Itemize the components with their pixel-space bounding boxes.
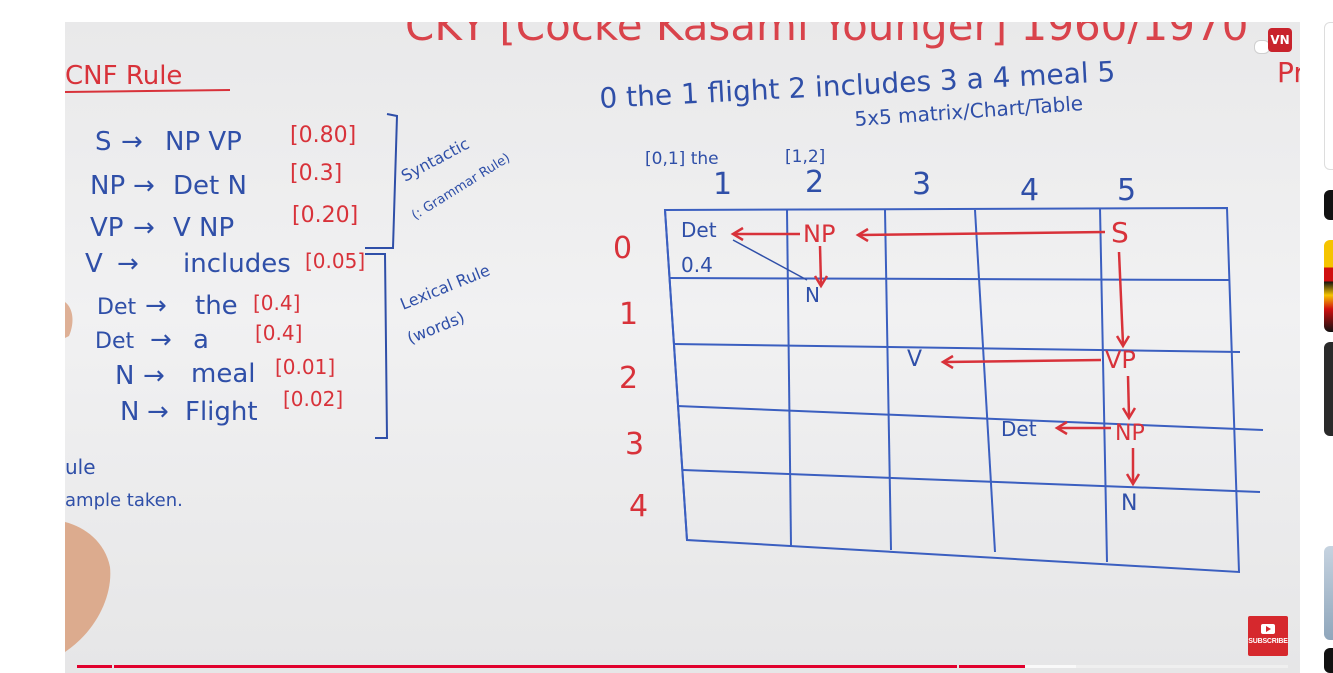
- whiteboard: CKY [Cocke Kasami Younger] 1960/1970 CNF…: [65, 22, 1300, 652]
- row-header-1: 1: [619, 297, 638, 332]
- span-note-2: [1,2]: [785, 147, 825, 167]
- channel-logo[interactable]: VN: [1268, 28, 1292, 52]
- rule-2-prob: [0.3]: [290, 161, 342, 186]
- rule-4-prob: [0.05]: [305, 249, 365, 273]
- col-header-3: 3: [912, 167, 931, 202]
- sidebar-thumbnail[interactable]: [1324, 240, 1333, 332]
- progress-bar[interactable]: [77, 665, 1288, 668]
- rule-2-rhs: Det N: [173, 171, 247, 201]
- svg-text:→: →: [133, 171, 155, 201]
- col-header-1: 1: [713, 167, 732, 202]
- cky-table-grid: [663, 206, 1264, 574]
- rule-5-prob: [0.4]: [253, 291, 300, 315]
- rule-7-lhs: N: [115, 361, 134, 391]
- rule-7-rhs: meal: [191, 359, 255, 389]
- cell-det-3: Det: [1001, 417, 1037, 441]
- rule-annotations: Syntactic (: Grammar Rule) Lexical Rule …: [397, 134, 513, 348]
- lexical-label: Lexical Rule: [397, 260, 492, 313]
- rule-1-lhs: S: [95, 127, 112, 157]
- youtube-play-icon: [1261, 624, 1275, 634]
- chapter-marker: [957, 665, 959, 668]
- svg-text:→: →: [150, 325, 172, 355]
- sidebar-thumbnail[interactable]: [1324, 342, 1333, 436]
- progress-played: [77, 665, 1026, 668]
- rule-1-prob: [0.80]: [290, 123, 356, 148]
- col-header-2: 2: [805, 165, 824, 200]
- rule-6-lhs: Det: [95, 329, 134, 354]
- sidebar-card[interactable]: [1324, 190, 1333, 220]
- rule-3-lhs: VP: [90, 213, 123, 243]
- rule-5-rhs: the: [195, 291, 238, 321]
- rule-4-lhs: V: [85, 249, 103, 279]
- rule-8-lhs: N: [120, 397, 139, 427]
- subscribe-button[interactable]: SUBSCRIBE: [1248, 616, 1288, 656]
- section-title: CNF Rule: [65, 61, 182, 91]
- rule-6-rhs: a: [193, 325, 209, 355]
- cky-cells: Det 0.4 NP S N V VP Det NP N: [681, 216, 1145, 516]
- svg-text:→: →: [121, 127, 143, 157]
- rule-1-rhs: NP VP: [165, 127, 242, 157]
- cell-s: S: [1111, 216, 1129, 249]
- cnf-rules: S → NP VP [0.80] NP → Det N [0.3] VP → V…: [85, 123, 365, 427]
- rule-3-prob: [0.20]: [292, 203, 358, 228]
- rule-7-prob: [0.01]: [275, 355, 335, 379]
- subscribe-label: SUBSCRIBE: [1248, 638, 1288, 645]
- edge-fragment: Pr: [1277, 56, 1300, 89]
- cell-det-prob: 0.4: [681, 253, 713, 277]
- cell-n-4: N: [1121, 491, 1137, 516]
- svg-text:→: →: [117, 249, 139, 279]
- svg-text:→: →: [147, 397, 169, 427]
- cell-vp: VP: [1105, 346, 1136, 374]
- rule-5-lhs: Det: [97, 295, 136, 320]
- cell-np-top: NP: [803, 220, 835, 248]
- row-header-2: 2: [619, 361, 638, 396]
- cell-v: V: [907, 347, 922, 372]
- rule-3-rhs: V NP: [173, 213, 234, 243]
- cell-np-3: NP: [1115, 421, 1145, 446]
- svg-text:→: →: [145, 291, 167, 321]
- cell-det: Det: [681, 218, 717, 242]
- rule-2-lhs: NP: [90, 171, 125, 201]
- svg-text:→: →: [143, 361, 165, 391]
- rule-6-prob: [0.4]: [255, 321, 302, 345]
- span-note-1: [0,1] the: [645, 149, 719, 169]
- recommendations-sidebar: [1320, 0, 1333, 673]
- board-title: CKY [Cocke Kasami Younger] 1960/1970: [405, 22, 1248, 50]
- lexical-sub: (words): [404, 308, 467, 348]
- row-header-4: 4: [629, 489, 648, 524]
- svg-text:→: →: [133, 213, 155, 243]
- left-fragment-1: ule: [65, 455, 96, 479]
- sidebar-thumbnail[interactable]: [1324, 546, 1333, 640]
- row-headers: 0 1 2 3 4: [613, 231, 648, 524]
- rule-4-rhs: includes: [183, 249, 291, 279]
- video-player[interactable]: CKY [Cocke Kasami Younger] 1960/1970 CNF…: [65, 22, 1300, 673]
- rule-8-rhs: Flight: [185, 397, 258, 427]
- backpointer-arrows: [730, 226, 1141, 487]
- col-header-4: 4: [1020, 173, 1039, 208]
- column-headers: 1 2 3 4 5: [713, 165, 1136, 208]
- left-fragment-2: ample taken.: [65, 490, 183, 511]
- col-header-5: 5: [1117, 173, 1136, 208]
- sidebar-card[interactable]: [1324, 22, 1333, 170]
- chapter-marker: [112, 665, 114, 668]
- cell-n-1: N: [805, 283, 820, 307]
- sidebar-thumbnail[interactable]: [1324, 648, 1333, 673]
- row-header-3: 3: [625, 427, 644, 462]
- rule-8-prob: [0.02]: [283, 387, 343, 411]
- row-header-0: 0: [613, 231, 632, 266]
